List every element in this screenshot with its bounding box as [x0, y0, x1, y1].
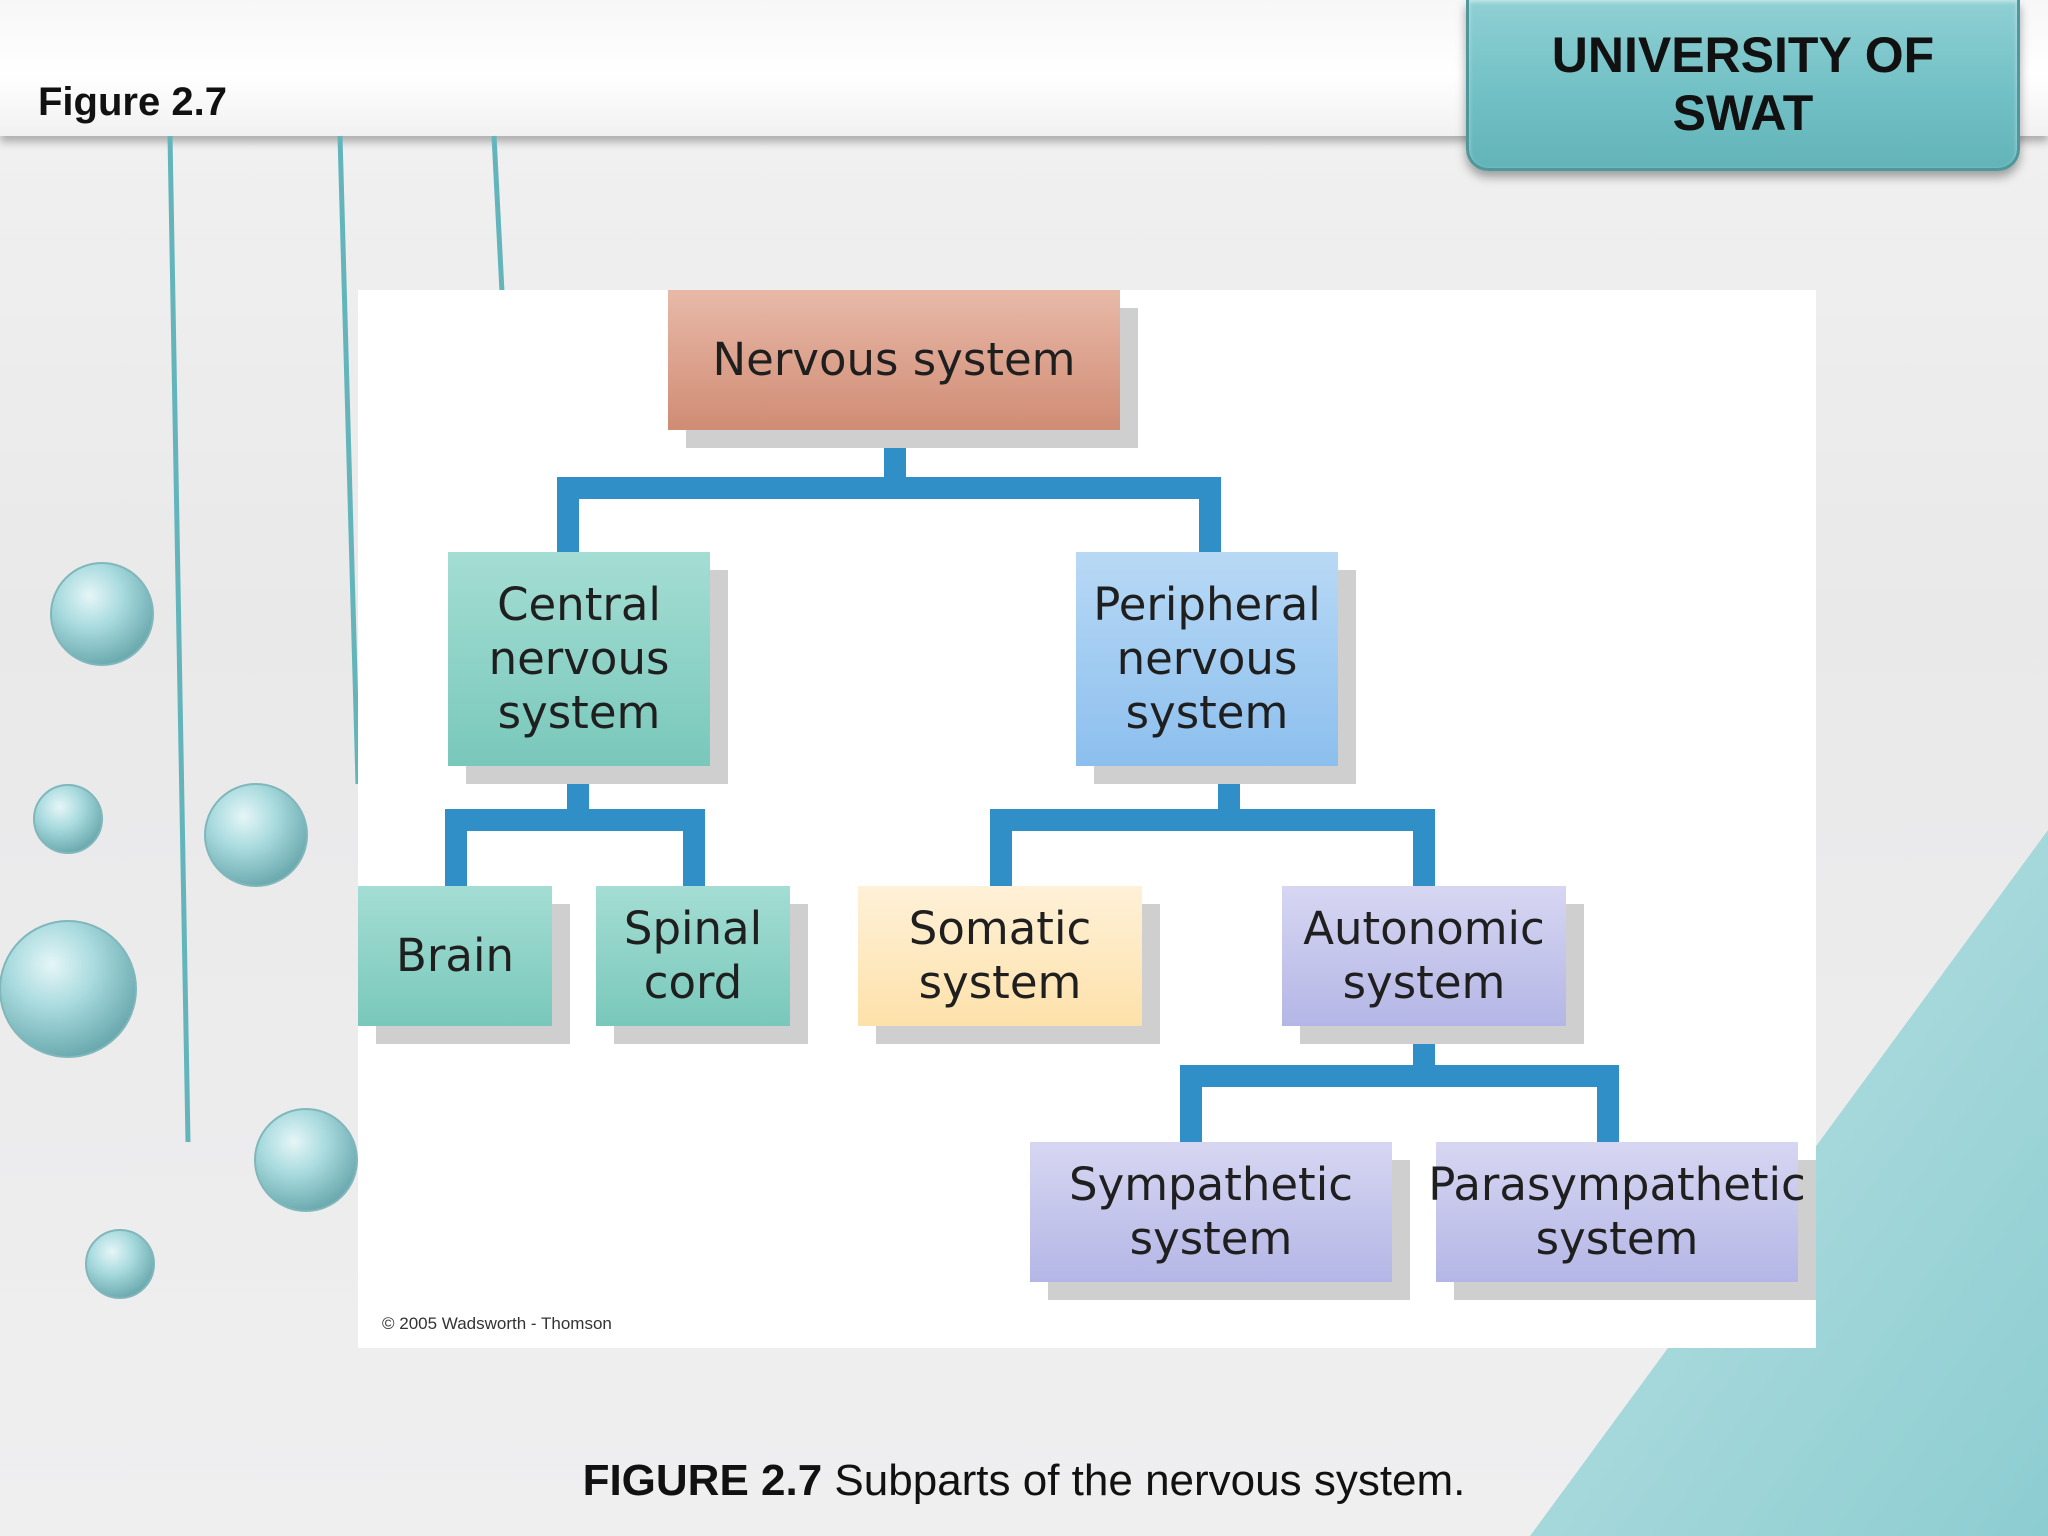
university-name: UNIVERSITY OF SWAT [1533, 26, 1953, 142]
node-central-nervous-system-label: Central nervous system [477, 578, 682, 740]
node-central-nervous-system: Central nervous system [448, 552, 710, 766]
connector-autonomic [1180, 1026, 1619, 1142]
vertical-line-1 [167, 135, 191, 1143]
cns-line-1: Central [497, 578, 661, 631]
connector-peripheral [990, 766, 1435, 886]
figure-caption-text: Subparts of the nervous system. [822, 1456, 1466, 1505]
connector-root [557, 430, 1221, 555]
node-brain: Brain [358, 886, 552, 1026]
somatic-line-2: system [918, 956, 1082, 1009]
node-somatic-system-label: Somatic system [897, 902, 1103, 1010]
node-spinal-cord: Spinal cord [596, 886, 790, 1026]
spinal-line-2: cord [643, 956, 743, 1009]
sympathetic-line-2: system [1129, 1212, 1293, 1265]
figure-caption: FIGURE 2.7 Subparts of the nervous syste… [0, 1456, 2048, 1506]
parasympathetic-line-2: system [1535, 1212, 1699, 1265]
university-name-line-1: UNIVERSITY OF [1551, 27, 1935, 83]
node-nervous-system-label: Nervous system [712, 333, 1076, 386]
university-badge: UNIVERSITY OF SWAT [1466, 0, 2020, 171]
node-peripheral-nervous-system: Peripheral nervous system [1076, 552, 1338, 766]
spinal-line-1: Spinal [623, 902, 763, 955]
pns-line-3: system [1125, 686, 1289, 739]
diagram-panel: Nervous system Central nervous system Pe… [358, 290, 1816, 1348]
autonomic-line-1: Autonomic [1303, 902, 1545, 955]
connector-lines [445, 430, 1619, 1142]
bubble-5 [254, 1108, 358, 1212]
node-parasympathetic-system-label: Parasympathetic system [1416, 1158, 1818, 1266]
university-name-line-2: SWAT [1672, 85, 1814, 141]
figure-caption-label: FIGURE 2.7 [582, 1456, 823, 1505]
node-somatic-system: Somatic system [858, 886, 1142, 1026]
slide-label: Figure 2.7 [38, 80, 227, 124]
parasympathetic-line-1: Parasympathetic [1428, 1158, 1806, 1211]
bubble-2 [33, 784, 103, 854]
autonomic-line-2: system [1342, 956, 1506, 1009]
sympathetic-line-1: Sympathetic [1069, 1158, 1353, 1211]
cns-line-2: nervous [488, 632, 670, 685]
pns-line-2: nervous [1116, 632, 1298, 685]
pns-line-1: Peripheral [1093, 578, 1321, 631]
copyright-notice: © 2005 Wadsworth - Thomson [382, 1314, 612, 1333]
somatic-line-1: Somatic [908, 902, 1092, 955]
node-peripheral-nervous-system-label: Peripheral nervous system [1081, 578, 1333, 740]
bubble-3 [204, 783, 308, 887]
bubble-6 [85, 1229, 155, 1299]
node-autonomic-system: Autonomic system [1282, 886, 1566, 1026]
node-sympathetic-system-label: Sympathetic system [1057, 1158, 1365, 1266]
bubble-1 [50, 562, 154, 666]
vertical-line-3 [491, 135, 505, 293]
connector-central [445, 766, 705, 886]
bubble-4 [0, 920, 137, 1058]
vertical-line-2 [337, 135, 361, 785]
cns-line-3: system [497, 686, 661, 739]
node-brain-label: Brain [396, 929, 514, 982]
node-autonomic-system-label: Autonomic system [1291, 902, 1557, 1010]
node-parasympathetic-system: Parasympathetic system [1428, 1142, 1806, 1282]
node-spinal-cord-label: Spinal cord [612, 902, 774, 1010]
node-nervous-system: Nervous system [668, 290, 1120, 430]
node-sympathetic-system: Sympathetic system [1030, 1142, 1392, 1282]
